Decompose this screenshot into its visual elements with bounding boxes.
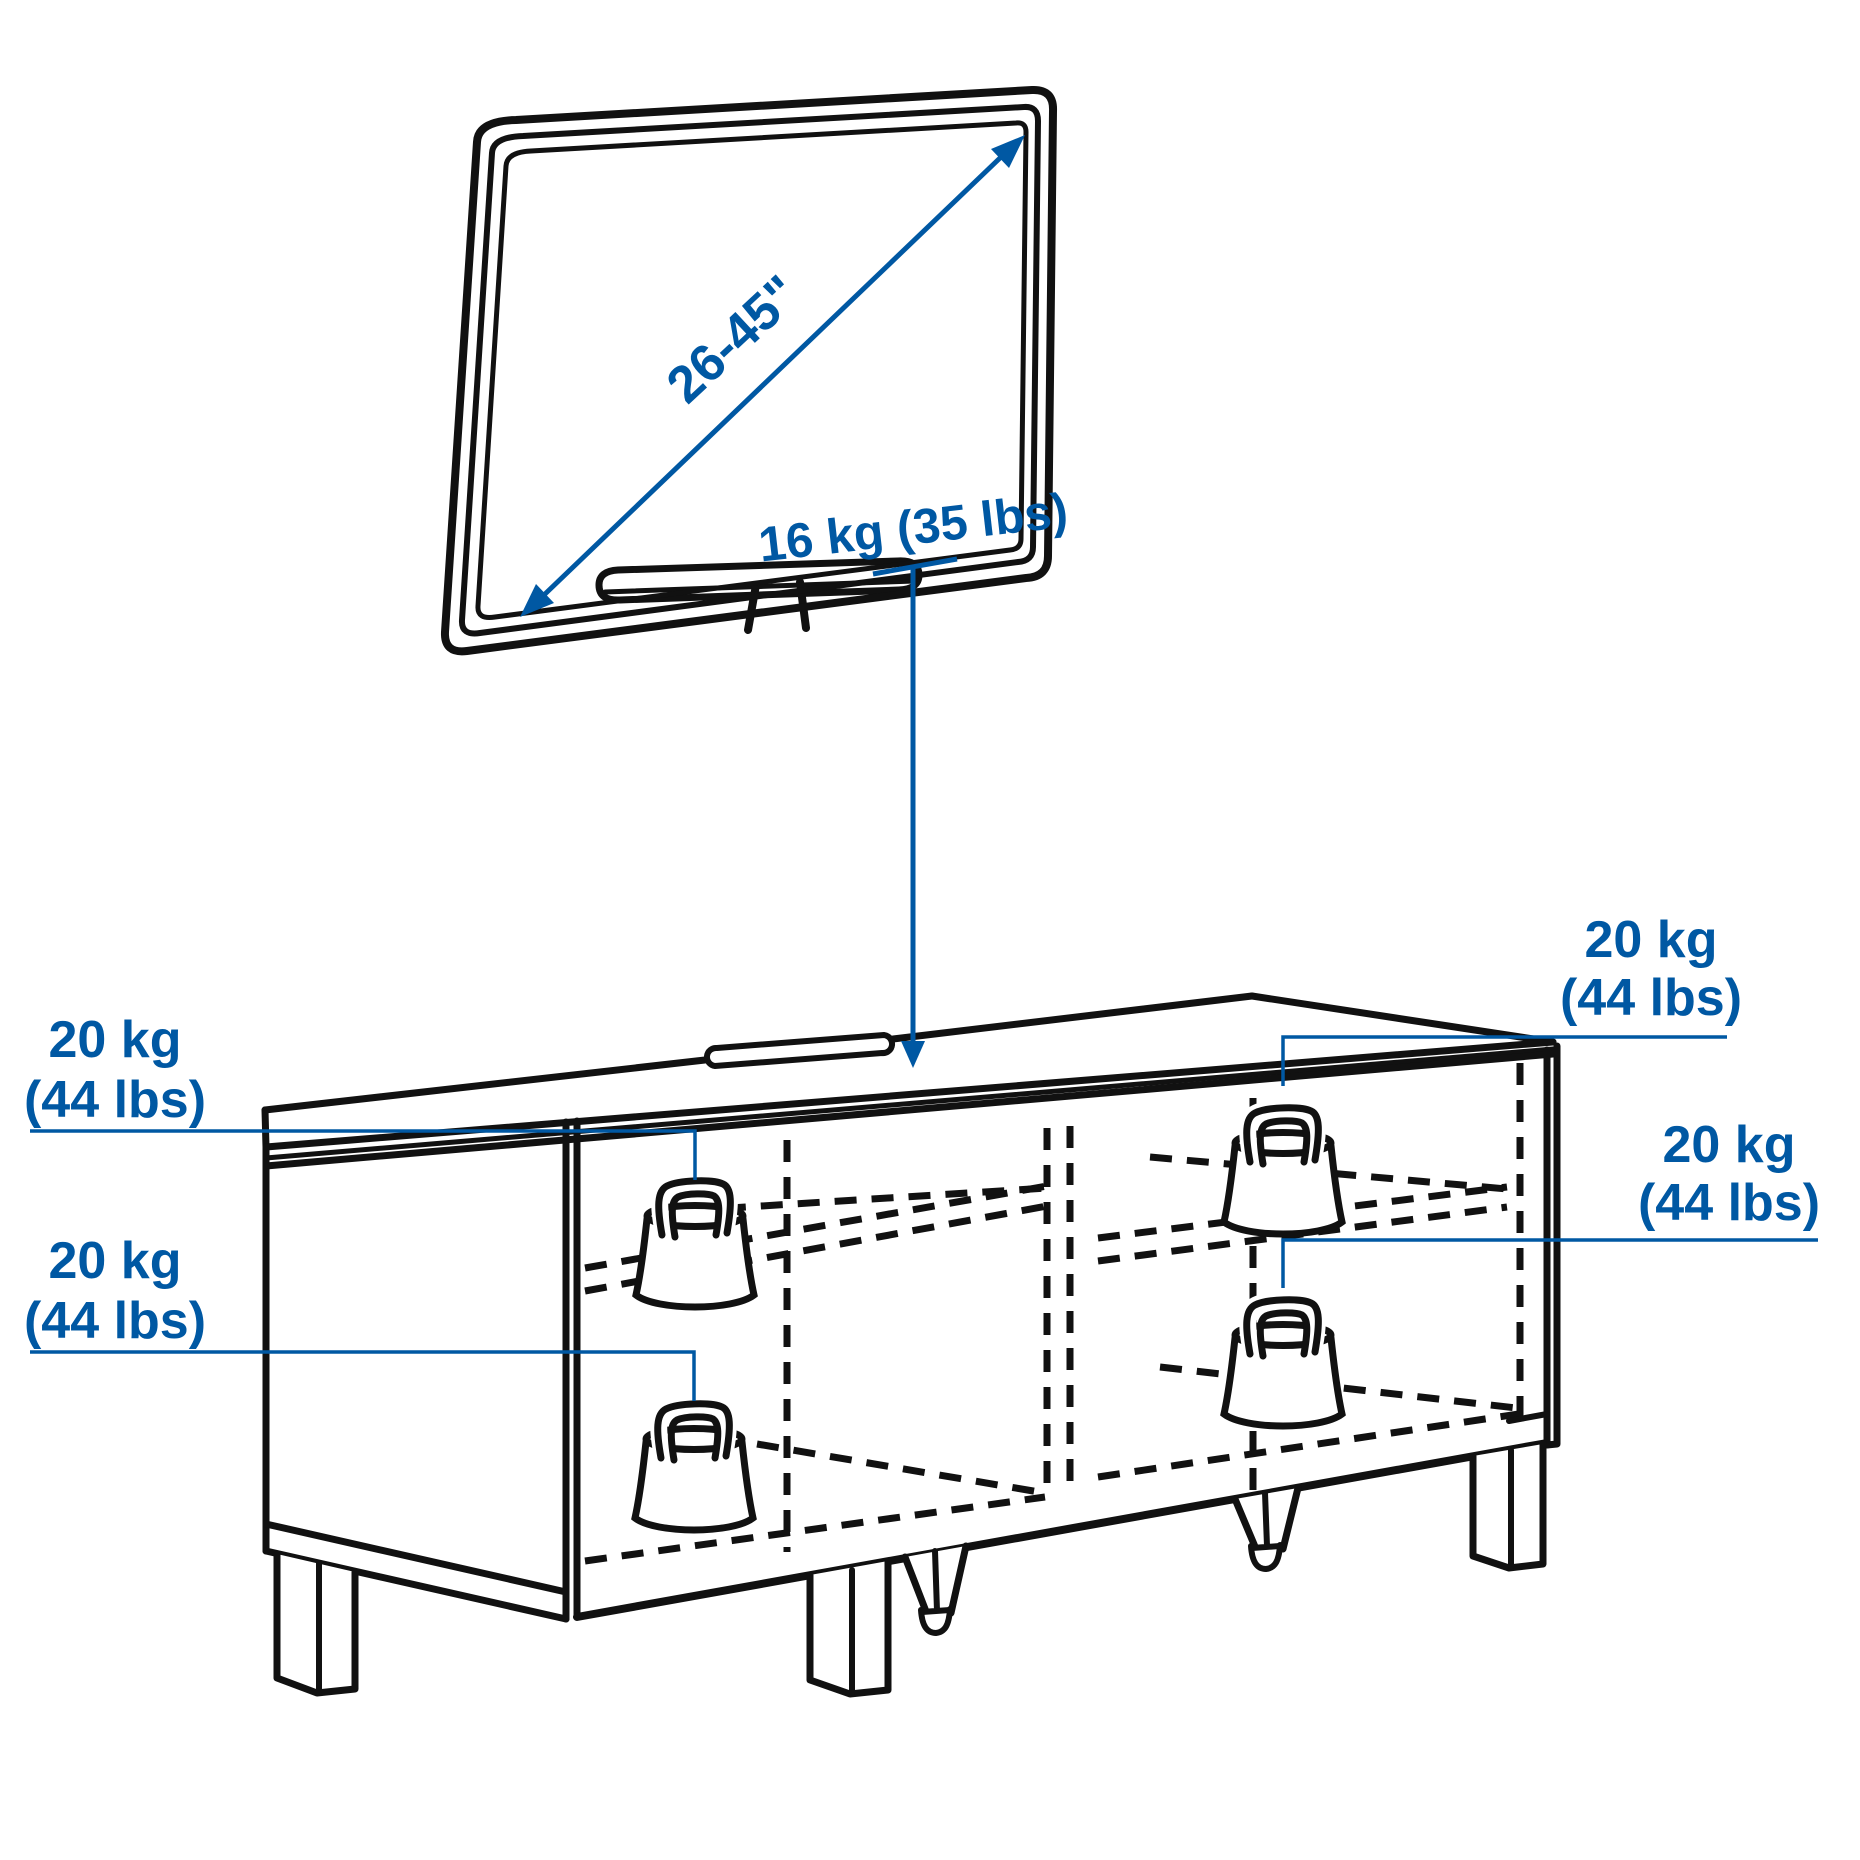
shelf-dashed-line <box>1149 1153 1508 1193</box>
leader-line-left-bottom <box>30 1350 696 1401</box>
capacity-label-left-top: 20 kg (44 lbs) <box>24 1011 206 1129</box>
leader-line-right-bottom <box>1281 1238 1818 1288</box>
svg-text:(44 lbs): (44 lbs) <box>1560 969 1742 1027</box>
capacity-label-right-top: 20 kg (44 lbs) <box>1560 911 1742 1027</box>
leader-line-left-top <box>30 1129 697 1180</box>
shelf-dashed-line <box>1159 1363 1526 1413</box>
svg-text:20 kg: 20 kg <box>49 1232 182 1290</box>
svg-text:20 kg: 20 kg <box>1663 1116 1796 1174</box>
shelf-dashed-line <box>649 1184 1048 1217</box>
svg-text:20 kg: 20 kg <box>49 1011 182 1069</box>
shelf-dashed-line <box>584 1493 1046 1565</box>
kettlebell-weights <box>635 1108 1342 1530</box>
bench-top-back-edge <box>261 992 1256 1114</box>
cable-outlet-icon <box>704 1032 895 1069</box>
bench-legs <box>273 1440 1547 1698</box>
tv-frame <box>440 85 1058 656</box>
kettlebell-right-bottom-icon <box>1224 1300 1342 1426</box>
screen-size-label: 26-45" <box>656 265 811 415</box>
shelf-dashed-line <box>756 1440 1046 1497</box>
kettlebell-left-bottom-icon <box>635 1404 753 1530</box>
leader-line-right-top <box>1281 1035 1727 1086</box>
svg-text:(44 lbs): (44 lbs) <box>24 1292 206 1350</box>
bench-outline <box>261 992 1561 1623</box>
capacity-label-right-bottom: 20 kg (44 lbs) <box>1638 1116 1820 1232</box>
down-arrow-icon <box>872 556 958 1068</box>
kettlebell-right-top-icon <box>1224 1108 1342 1234</box>
back-middle-leg <box>901 1542 970 1636</box>
capacity-label-left-bottom: 20 kg (44 lbs) <box>24 1232 206 1350</box>
svg-text:(44 lbs): (44 lbs) <box>24 1071 206 1129</box>
svg-text:20 kg: 20 kg <box>1585 911 1718 969</box>
svg-text:(44 lbs): (44 lbs) <box>1638 1174 1820 1232</box>
kettlebell-left-top-icon <box>636 1181 754 1307</box>
tv-drawing <box>440 85 1058 656</box>
back-right-leg <box>1231 1484 1302 1572</box>
screen-size-arrow-icon <box>520 135 1025 617</box>
